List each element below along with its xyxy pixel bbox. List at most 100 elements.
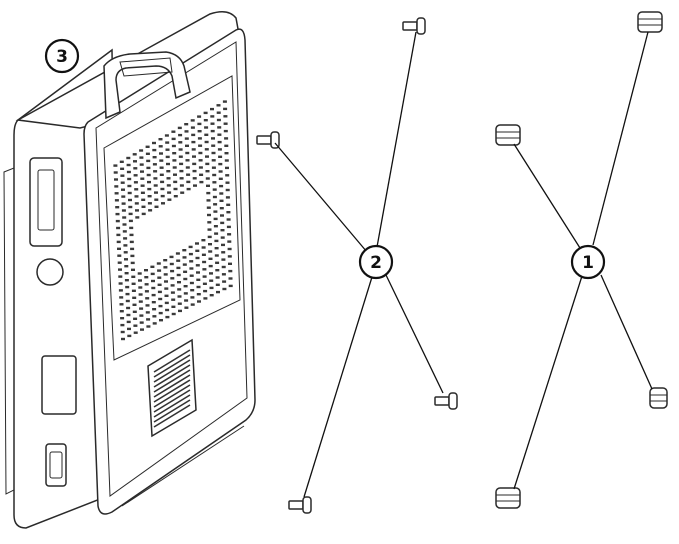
- vent-slot: [219, 207, 224, 210]
- vent-slot: [171, 298, 176, 301]
- vent-slot: [179, 162, 184, 166]
- vent-slot: [192, 155, 196, 158]
- vent-slot: [156, 262, 161, 265]
- vent-slot: [154, 191, 158, 194]
- vent-slot: [164, 294, 169, 297]
- vent-slot: [138, 279, 142, 282]
- vent-slot: [166, 184, 171, 187]
- vent-slot: [228, 277, 233, 280]
- vent-slot: [209, 279, 214, 282]
- vent-slot: [123, 237, 128, 240]
- vent-slot: [158, 311, 163, 315]
- vent-slot: [167, 198, 172, 201]
- device-rear-face-inner-edge: [95, 41, 248, 497]
- vent-slot: [186, 180, 191, 184]
- vent-slot: [171, 130, 176, 133]
- vent-slot: [213, 225, 218, 228]
- vent-slot: [148, 209, 153, 212]
- vent-slot: [215, 269, 220, 272]
- vent-slot: [196, 285, 201, 289]
- standoffs-group: [495, 11, 668, 509]
- vent-slot: [119, 310, 124, 313]
- vent-slot: [116, 226, 121, 230]
- vent-slot: [133, 160, 137, 163]
- vent-slot: [145, 297, 150, 300]
- vent-slot: [145, 311, 150, 314]
- vent-slot: [128, 198, 132, 202]
- vent-slot: [225, 188, 230, 192]
- vent-slot: [206, 199, 211, 202]
- vent-slot: [203, 111, 208, 115]
- callout-2-label: 2: [370, 253, 382, 273]
- vent-slot: [163, 259, 168, 262]
- vent-slot: [133, 174, 138, 177]
- vent-slot: [158, 304, 163, 308]
- vent-slot: [185, 144, 189, 147]
- vent-slot: [121, 202, 126, 205]
- vent-slot: [138, 300, 143, 303]
- vent-slot: [202, 268, 207, 271]
- vent-slot: [210, 129, 215, 133]
- vent-slot: [195, 256, 200, 260]
- vent-slot: [134, 202, 139, 205]
- vent-slot: [123, 251, 128, 254]
- vent-slot: [223, 107, 228, 111]
- vent-slot: [218, 155, 223, 158]
- vent-slot: [129, 233, 134, 237]
- vent-slot: [197, 122, 202, 126]
- vent-slot: [113, 171, 118, 174]
- screw: [256, 131, 280, 149]
- vent-slot: [128, 205, 133, 209]
- vent-slot: [178, 155, 183, 158]
- vent-slot: [223, 115, 228, 118]
- vent-slot: [197, 115, 202, 118]
- vent-slot: [118, 268, 122, 271]
- vent-slot: [121, 188, 125, 191]
- vent-slot: [175, 252, 180, 255]
- vent-slot: [192, 177, 197, 180]
- vent-slot: [225, 196, 230, 199]
- vent-slot: [172, 159, 177, 162]
- vent-slot: [178, 141, 183, 144]
- vent-slot: [173, 187, 178, 191]
- vent-slot: [144, 276, 149, 279]
- vent-slot: [146, 166, 151, 170]
- device-bottom-ridge: [121, 425, 245, 507]
- vent-slot: [196, 271, 200, 274]
- vent-slot: [139, 307, 144, 310]
- vent-slot: [141, 212, 146, 216]
- vent-slot: [203, 119, 208, 122]
- vent-slot: [171, 312, 176, 316]
- vent-slot: [228, 269, 233, 273]
- vent-slot: [131, 282, 136, 285]
- vent-slot: [202, 275, 207, 278]
- vent-slot: [209, 286, 214, 290]
- vent-slot: [213, 210, 218, 213]
- vent-slot: [226, 203, 231, 206]
- vent-slot: [226, 211, 231, 214]
- vent-slot: [157, 290, 162, 294]
- vent-slot: [182, 256, 187, 259]
- vent-slot: [183, 270, 188, 273]
- vent-slot: [177, 281, 181, 284]
- device-side-mini-port: [45, 443, 67, 487]
- vent-slot: [192, 162, 197, 166]
- vent-slot: [132, 296, 137, 299]
- vent-slot: [150, 265, 155, 268]
- vent-slot: [226, 218, 231, 221]
- vent-slot: [198, 144, 203, 147]
- vent-slot: [186, 187, 191, 191]
- vent-slot: [225, 174, 230, 177]
- vent-slot: [120, 317, 125, 320]
- vent-slot: [190, 119, 195, 122]
- vent-slot: [228, 262, 232, 265]
- vent-slot: [151, 286, 156, 290]
- vent-slot: [114, 199, 119, 202]
- vent-slot: [186, 173, 191, 176]
- vent-slot: [196, 293, 201, 296]
- vent-slot: [219, 184, 224, 188]
- vent-slot: [170, 277, 175, 280]
- vent-slot: [130, 261, 135, 265]
- connector-rib: [153, 369, 191, 393]
- vent-slot: [210, 115, 215, 118]
